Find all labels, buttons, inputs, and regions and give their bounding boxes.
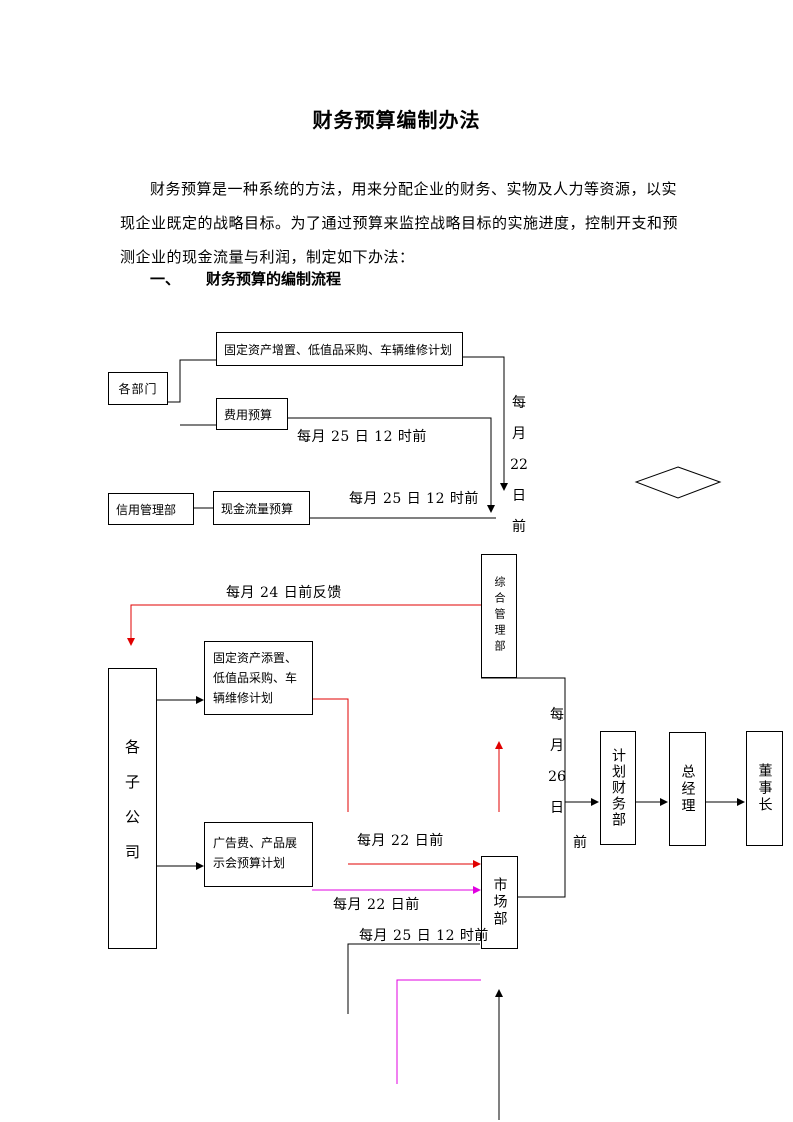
subsidiaries-label: 各子公司 [123, 738, 141, 879]
general-mgmt-box: 综合管理部 [481, 554, 517, 678]
deadline-26-vertical: 每月26日 [548, 707, 566, 816]
page-title: 财务预算编制办法 [312, 108, 481, 132]
intro-paragraph: 财务预算是一种系统的方法，用来分配企业的财务、实物及人力等资源，以实现企业既定的… [120, 180, 679, 266]
deadline-26-tail: 前 [573, 835, 588, 851]
plan-finance-label: 计划财务部 [610, 748, 626, 828]
fixed-assets-plan-box: 固定资产增置、低值品采购、车辆维修计划 [216, 332, 463, 366]
cashflow-budget-box: 现金流量预算 [213, 491, 310, 525]
marketing-label: 市场部 [491, 877, 508, 928]
deadline-25-label-c: 每月 25 日 12 时前 [359, 928, 489, 944]
ad-expense-box: 广告费、产品展示会预算计划 [204, 822, 313, 887]
chairman-box: 董事长 [746, 731, 783, 846]
plan-finance-box: 计划财务部 [600, 731, 636, 845]
sub-fixed-assets-box: 固定资产添置、低值品采购、车辆维修计划 [204, 641, 313, 715]
credit-dept-box: 信用管理部 [108, 493, 194, 525]
expense-budget-box: 费用预算 [216, 398, 288, 430]
general-mgmt-label: 综合管理部 [493, 576, 506, 656]
deadline-22-pink-label: 每月 22 日前 [333, 897, 420, 913]
feedback-24-label: 每月 24 日前反馈 [226, 585, 342, 601]
deadline-22-vertical: 每月22日前 [510, 395, 528, 535]
marketing-box: 市场部 [481, 856, 518, 949]
general-manager-box: 总经理 [669, 732, 706, 846]
deadline-22-red-label: 每月 22 日前 [357, 833, 444, 849]
section-title: 财务预算的编制流程 [206, 270, 342, 288]
deadline-25-label-a: 每月 25 日 12 时前 [297, 429, 427, 445]
deadline-25-label-b: 每月 25 日 12 时前 [349, 491, 479, 507]
departments-box: 各部门 [108, 372, 168, 405]
general-manager-label: 总经理 [679, 763, 696, 815]
section-number: 一、 [150, 270, 181, 288]
chairman-label: 董事长 [756, 763, 773, 814]
subsidiaries-box: 各子公司 [108, 668, 157, 949]
